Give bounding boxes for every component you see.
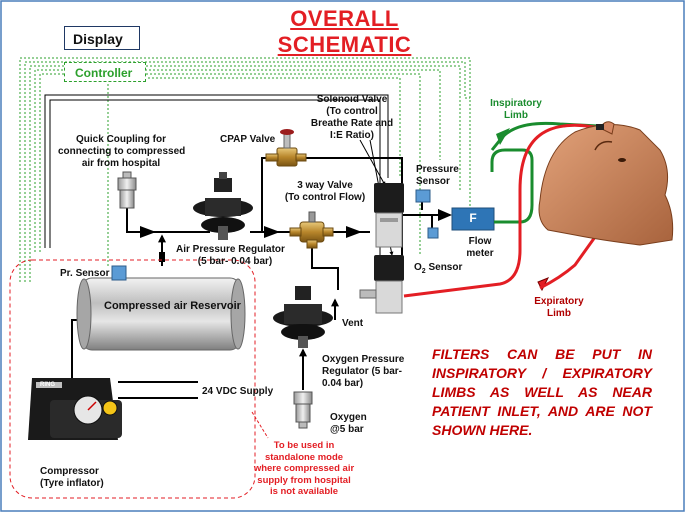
standalone-boundary	[9, 259, 256, 499]
flow-meter-box	[451, 207, 495, 231]
controller-box: Controller	[64, 62, 146, 82]
solenoid-valve-bottom-icon	[359, 255, 404, 314]
cpap-valve-label: CPAP Valve	[220, 134, 276, 145]
display-box: Display	[64, 26, 140, 50]
expiratory-limb-return	[539, 229, 602, 290]
quick-coupling-label: Quick Coupling for connecting to compres…	[58, 134, 186, 169]
inspiratory-limb-label: Inspiratory Limb	[490, 98, 542, 121]
display-label: Display	[73, 31, 123, 47]
compressed-air-reservoir-icon	[76, 277, 246, 351]
filters-note: FILTERS CAN BE PUT IN INSPIRATORY / EXPI…	[432, 346, 652, 438]
o2-sensor-label: O2 Sensor	[414, 262, 463, 275]
controller-signal-lines	[19, 57, 471, 282]
oxygen-regulator-label: Oxygen Pressure Regulator (5 bar- 0.04 b…	[322, 354, 405, 389]
display-wiring	[44, 94, 389, 260]
expiratory-limb-tube	[403, 123, 601, 298]
quick-coupling-icon	[117, 171, 137, 209]
o2-sensor-box	[427, 227, 439, 239]
page-title: OVERALL SCHEMATIC	[277, 6, 412, 57]
cpap-valve-icon	[265, 129, 307, 167]
three-way-valve-icon	[289, 211, 334, 249]
vent-label: Vent	[342, 318, 364, 329]
flow-meter-symbol: F	[469, 211, 477, 225]
flow-meter-label: Flow meter	[466, 236, 494, 259]
oxygen-pressure-regulator-icon	[273, 286, 333, 348]
air-pressure-regulator-label: Air Pressure Regulator (5 bar- 0.04 bar)	[176, 244, 285, 267]
standalone-pointer	[251, 411, 269, 439]
oxygen-label: Oxygen @5 bar	[330, 412, 367, 435]
flow-arrows	[140, 209, 452, 262]
compressor-brand: RING	[40, 382, 55, 388]
patient-head-icon	[538, 121, 674, 246]
controller-label: Controller	[75, 66, 133, 80]
compressor-label: Compressor (Tyre inflator)	[40, 466, 104, 489]
supply-24vdc-label: 24 VDC Supply	[202, 386, 274, 397]
pr-sensor-box	[111, 265, 127, 281]
inspiratory-limb-tube	[490, 148, 534, 224]
standalone-note: To be used in standalone mode where comp…	[253, 440, 355, 497]
oxygen-coupling-icon	[293, 391, 313, 429]
inspiratory-arrow	[496, 128, 510, 145]
air-pressure-regulator-icon	[193, 172, 253, 240]
expiratory-limb-label: Expiratory Limb	[534, 296, 584, 319]
solenoid-valve-label: Solenoid Valve (To control Breathe Rate …	[310, 94, 394, 141]
three-way-valve-label: 3 way Valve (To control Flow)	[284, 180, 366, 203]
pressure-sensor-box	[415, 189, 431, 203]
pressure-sensor-label: Pressure Sensor	[416, 164, 459, 187]
compressor-icon	[28, 378, 122, 440]
solenoid-valve-top-icon	[374, 183, 404, 248]
reservoir-label: Compressed air Reservoir	[104, 300, 241, 312]
pr-sensor-label: Pr. Sensor	[60, 268, 110, 279]
